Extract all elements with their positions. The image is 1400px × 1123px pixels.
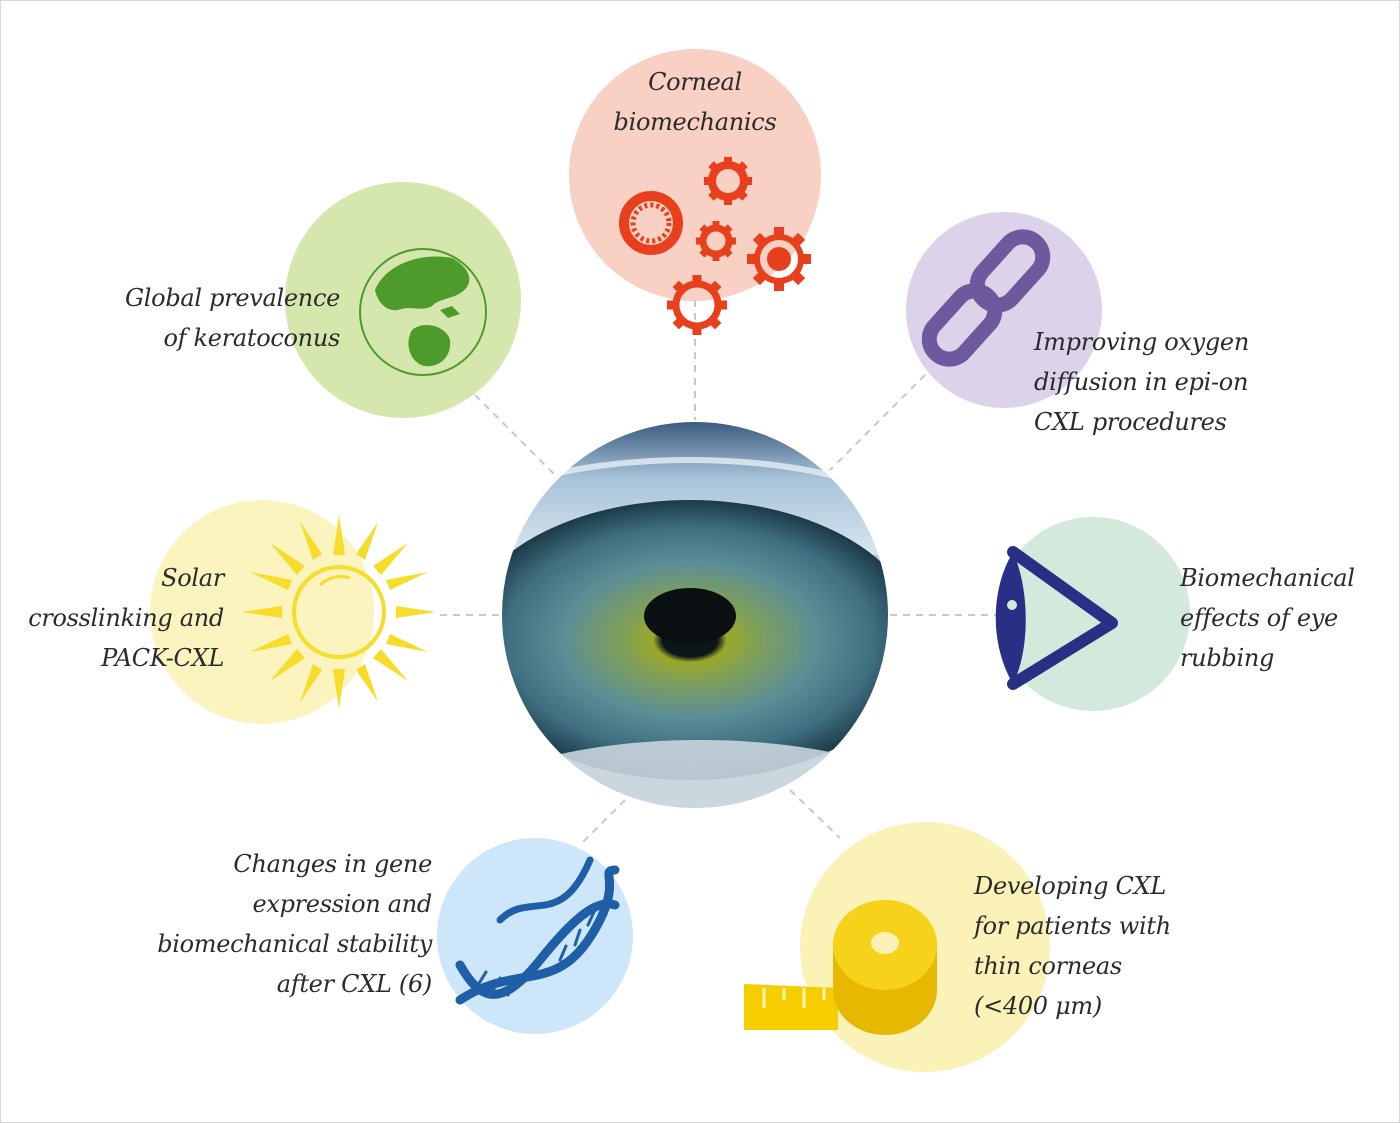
label-line: CXL procedures <box>1034 408 1227 436</box>
label-line: after CXL (6) <box>276 970 433 998</box>
connector-oxygen <box>829 374 926 471</box>
label-line: thin corneas <box>974 952 1122 980</box>
connector-thin <box>789 789 841 839</box>
label-line: effects of eye <box>1180 604 1338 632</box>
measuring-tape-icon <box>744 900 937 1035</box>
dna-icon <box>455 856 620 1005</box>
label-line: rubbing <box>1180 644 1275 672</box>
label-line: Biomechanical <box>1180 564 1355 592</box>
label-line: Developing CXL <box>974 872 1167 900</box>
label-line: for patients with <box>974 912 1171 940</box>
connector-gene <box>579 799 626 846</box>
label-line: diffusion in epi-on <box>1034 368 1249 396</box>
chain-link-icon <box>921 229 1051 367</box>
label-line: Changes in gene <box>233 850 432 878</box>
globe-icon <box>359 248 487 376</box>
label-oxygen: Improving oxygen diffusion in epi-on CXL… <box>1034 322 1249 442</box>
label-thin: Developing CXL for patients with thin co… <box>974 866 1171 1026</box>
topic-circle-gene <box>437 838 633 1034</box>
label-gene: Changes in gene expression and biomechan… <box>157 844 432 1004</box>
label-line: biomechanical stability <box>157 930 432 958</box>
connector-global <box>474 394 561 481</box>
connector-lines <box>440 300 1000 846</box>
label-rubbing: Biomechanical effects of eye rubbing <box>1180 558 1355 678</box>
label-line: Global prevalence <box>124 284 340 312</box>
label-line: Corneal <box>648 68 742 96</box>
label-line: expression and <box>252 890 432 918</box>
label-line: of keratoconus <box>163 324 340 352</box>
label-line: Improving oxygen <box>1034 328 1249 356</box>
label-line: (<400 μm) <box>974 992 1102 1020</box>
label-line: Solar <box>161 564 224 592</box>
label-solar: Solar crosslinking and PACK-CXL <box>28 558 224 678</box>
label-global: Global prevalence of keratoconus <box>125 278 340 358</box>
label-line: biomechanics <box>613 108 777 136</box>
label-line: PACK-CXL <box>101 644 224 672</box>
label-line: crosslinking and <box>28 604 224 632</box>
eye-icon <box>995 546 1118 690</box>
label-corneal: Corneal biomechanics <box>595 62 795 142</box>
sun-icon <box>242 515 436 709</box>
